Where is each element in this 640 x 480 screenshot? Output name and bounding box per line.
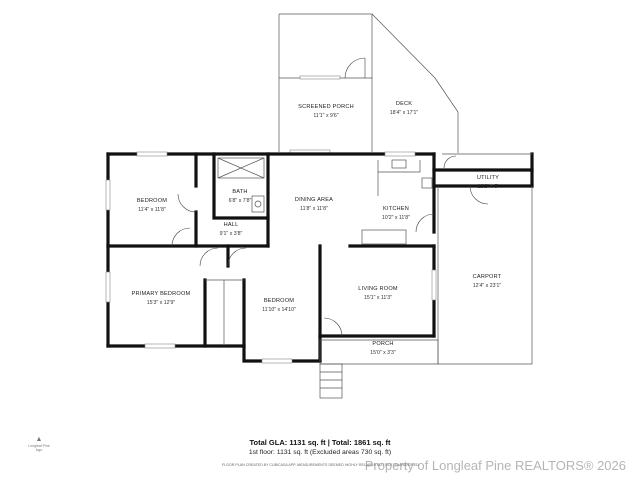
carport-outline (319, 186, 533, 399)
utility-name: UTILITY (477, 175, 499, 181)
kitchen-name: KITCHEN (383, 206, 409, 212)
carport-name: CARPORT (473, 274, 502, 280)
dining-dim: 11'8" x 11'8" (300, 206, 328, 212)
bedroom2-name: BEDROOM (264, 298, 294, 304)
screened-porch-dim: 11'1" x 9'6" (313, 113, 338, 119)
pine-icon: ▲ (35, 436, 43, 443)
deck-dim: 18'4" x 17'1" (390, 110, 419, 116)
kitchen-dim: 10'2" x 11'8" (382, 215, 410, 221)
porch-dim: 15'0" x 3'3" (370, 350, 396, 356)
watermark: Property of Longleaf Pine REALTORS® 2026 (364, 458, 626, 473)
deck-name: DECK (396, 101, 412, 107)
carport-dim: 12'4" x 23'1" (473, 283, 502, 289)
primary-bedroom-name: PRIMARY BEDROOM (132, 291, 191, 297)
utility-dim: 12'2" x 5' (478, 184, 499, 190)
house-walls (106, 152, 534, 363)
windows (105, 151, 437, 364)
dining-name: DINING AREA (295, 197, 333, 203)
logo-text: Longleaf Pine logo (28, 444, 50, 452)
bedroom1-dim: 11'4" x 11'8" (138, 207, 166, 213)
bath-name: BATH (232, 189, 247, 195)
deck-outline (278, 13, 459, 154)
floor-area: 1st floor: 1131 sq. ft (Excluded areas 7… (248, 449, 392, 456)
hall-dim: 9'1" x 3'8" (220, 231, 243, 237)
logo: ▲ Longleaf Pine logo (28, 436, 50, 452)
bedroom2-dim: 11'10" x 14'10" (262, 307, 296, 313)
bath-dim: 6'8" x 7'8" (229, 198, 252, 204)
porch-name: PORCH (372, 341, 393, 347)
kitchen-fixtures (361, 159, 435, 245)
bedroom1-name: BEDROOM (137, 198, 167, 204)
doors (171, 155, 489, 337)
total-area: Total GLA: 1131 sq. ft | Total: 1861 sq.… (249, 438, 391, 447)
living-room-name: LIVING ROOM (358, 286, 398, 292)
living-room-dim: 15'1" x 11'3" (364, 295, 392, 301)
bath-fixtures (217, 157, 265, 213)
screened-porch-name: SCREENED PORCH (298, 104, 354, 110)
room-labels: SCREENED PORCH 11'1" x 9'6" DECK 18'4" x… (132, 101, 502, 356)
primary-bedroom-dim: 15'3" x 12'9" (147, 300, 176, 306)
hall-name: HALL (224, 222, 239, 228)
disclaimer: FLOOR PLAN CREATED BY CUBICASA APP. MEAS… (222, 463, 420, 467)
